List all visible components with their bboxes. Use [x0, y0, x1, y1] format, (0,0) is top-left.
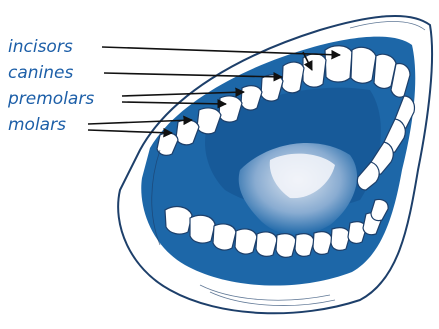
label-canines: canines — [8, 63, 73, 83]
label-molars: molars — [8, 115, 66, 135]
label-incisors: incisors — [8, 37, 73, 57]
label-premolars: premolars — [7, 89, 94, 109]
